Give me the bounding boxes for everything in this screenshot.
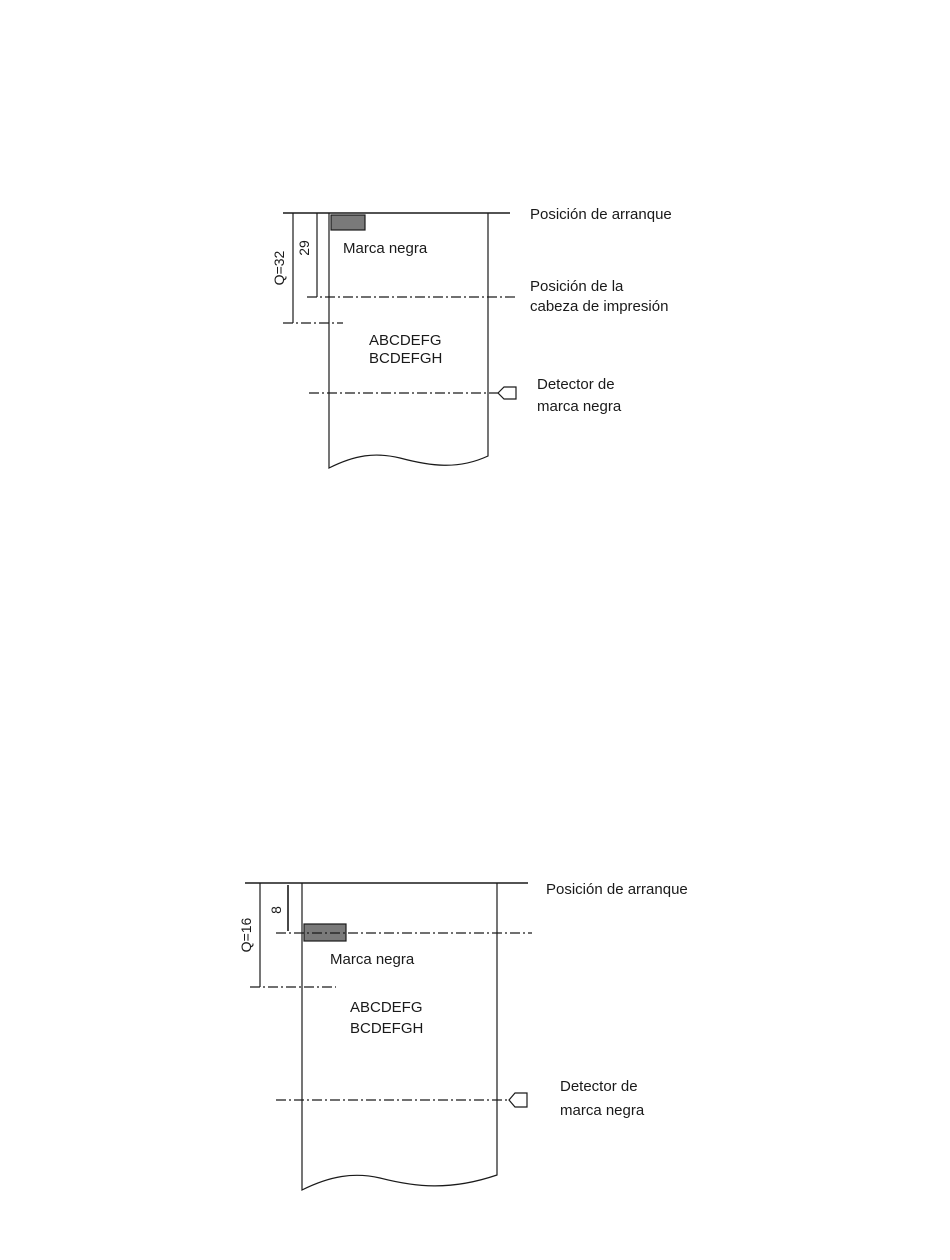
- dim-outer-label: Q=32: [271, 250, 287, 285]
- print-line-1-2: ABCDEFG: [350, 999, 423, 1016]
- print-head-label-line2: cabeza de impresión: [530, 298, 668, 315]
- detector-label-line2: marca negra: [537, 398, 622, 415]
- black-mark: [331, 215, 365, 230]
- print-head-label-line1: Posición de la: [530, 278, 624, 295]
- black-mark-label-2: Marca negra: [330, 951, 415, 968]
- start-position-label: Posición de arranque: [530, 206, 672, 223]
- dim-outer-label-2: Q=16: [238, 917, 254, 952]
- detector-label-line1-2: Detector de: [560, 1078, 638, 1095]
- detector-label-line1: Detector de: [537, 376, 615, 393]
- print-line-2: BCDEFGH: [369, 350, 442, 367]
- detector-label-line2-2: marca negra: [560, 1102, 645, 1119]
- start-position-label-2: Posición de arranque: [546, 881, 688, 898]
- sensor-icon: [498, 387, 516, 399]
- black-mark-label: Marca negra: [343, 240, 428, 257]
- print-line-1: ABCDEFG: [369, 332, 442, 349]
- print-line-2-2: BCDEFGH: [350, 1020, 423, 1037]
- dim-inner-label: 29: [296, 240, 312, 256]
- dim-inner-label-2: 8: [268, 906, 284, 914]
- sensor-icon-2: [509, 1093, 527, 1107]
